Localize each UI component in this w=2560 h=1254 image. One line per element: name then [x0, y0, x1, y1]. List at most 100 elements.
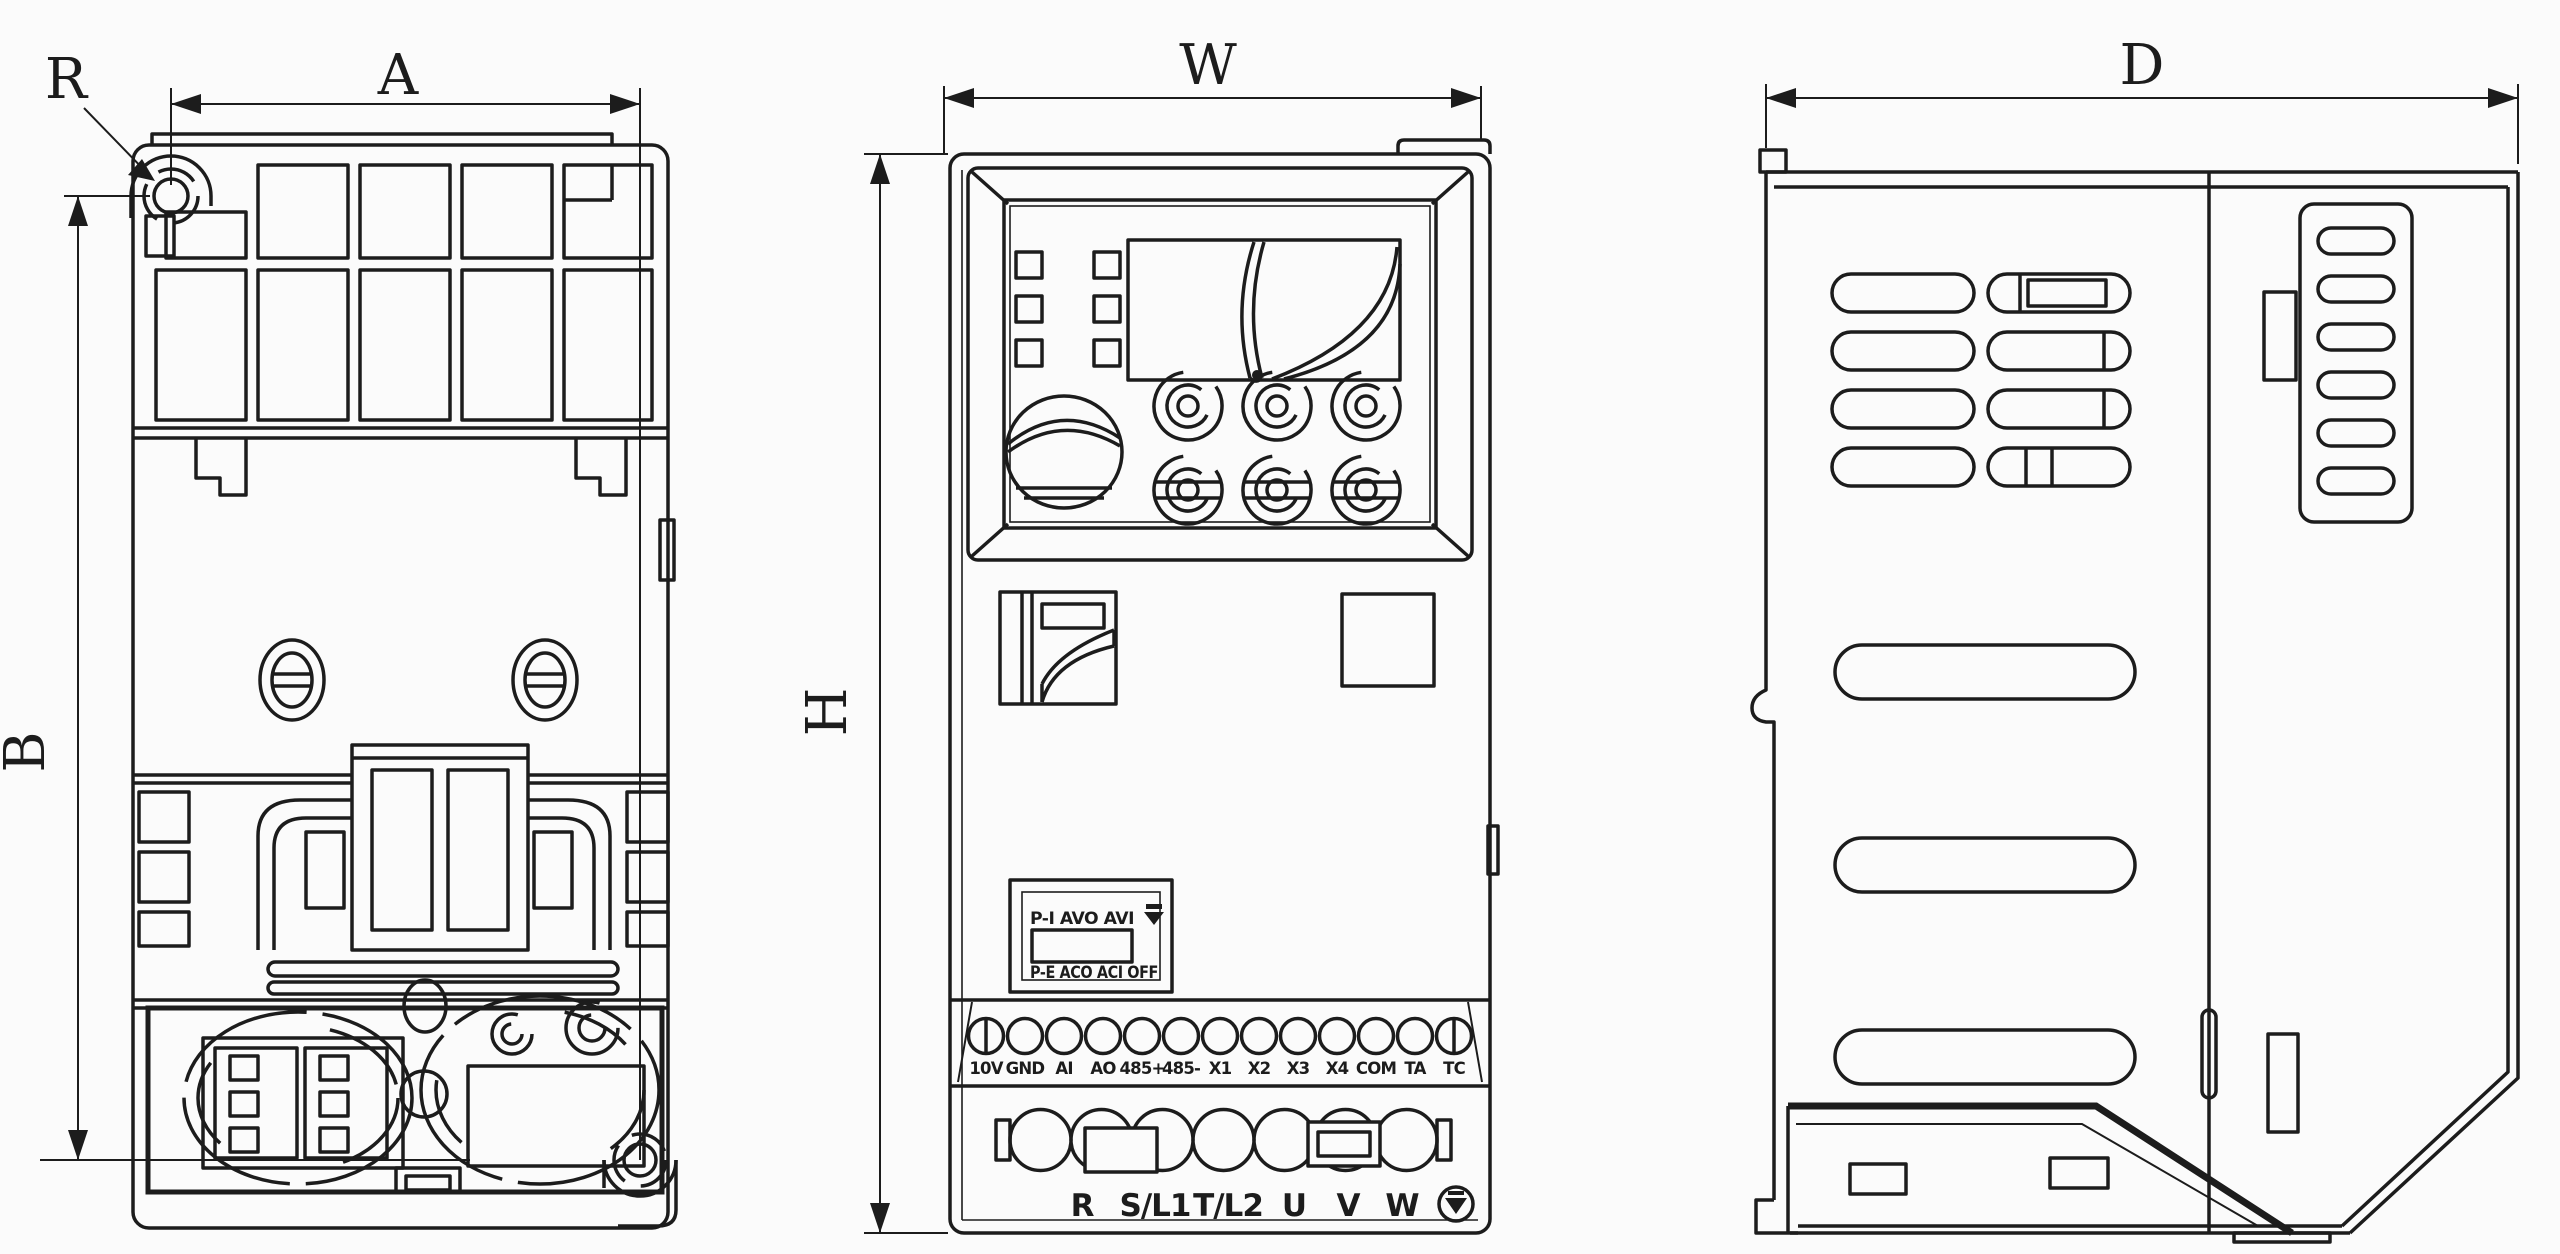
button-ring [1343, 467, 1389, 513]
button-ring [1165, 467, 1211, 513]
keypad-button[interactable] [1319, 443, 1414, 538]
capacitor-opening [182, 1010, 414, 1186]
snap-hook [194, 438, 248, 497]
dimension-H: H [795, 153, 948, 1234]
vent-slot [1830, 446, 1976, 488]
earth-ground-icon [1437, 1185, 1475, 1223]
dim-label-H: H [795, 688, 860, 737]
button-center [1354, 394, 1378, 418]
terminal-label: 485+ [1119, 1059, 1164, 1078]
ear-sides [129, 196, 213, 218]
terminal-screw[interactable] [1044, 1016, 1084, 1056]
jog-knob[interactable] [1004, 394, 1124, 510]
right-edge-chamfer [2340, 172, 2520, 1235]
vent-slot [1986, 272, 2132, 314]
button-band-lines [1154, 480, 1400, 500]
left-edge-with-din-hook [1750, 172, 1776, 1200]
terminal-screw[interactable] [1317, 1016, 1357, 1056]
capacitor-opening [419, 994, 661, 1186]
terminal-label: 10V [969, 1059, 1003, 1078]
keypad-button[interactable] [1141, 359, 1236, 454]
vent-cell [562, 163, 654, 260]
wedge-outline [1788, 1102, 2294, 1236]
side-body [1750, 148, 2520, 1244]
dimension-R: R [45, 47, 155, 181]
terminal-screw[interactable] [1161, 1016, 1201, 1056]
keypad-button[interactable] [1141, 443, 1236, 538]
button-center [1176, 394, 1200, 418]
button-ring[interactable] [1230, 359, 1325, 454]
terminal-screw[interactable] [1122, 1016, 1162, 1056]
top-rail-tab [1758, 148, 1788, 174]
long-vent-slot [1833, 836, 2137, 894]
channel [528, 798, 612, 950]
knob-outline[interactable] [1004, 394, 1124, 510]
side-view: D [1750, 33, 2520, 1244]
terminal-barrier [1083, 1126, 1159, 1174]
vent-slot [2316, 274, 2396, 304]
vent-slot [2316, 226, 2396, 256]
ground-bar [1448, 1191, 1464, 1195]
terminal-label: X2 [1248, 1059, 1271, 1078]
dim-label-A: A [377, 43, 419, 108]
terminal-screw[interactable] [1356, 1016, 1396, 1056]
button-ring[interactable] [1141, 359, 1236, 454]
vent-slot [1986, 446, 2132, 488]
top-edge [1766, 170, 2518, 189]
top-lip [150, 132, 614, 145]
terminal-label: S/L1 [1120, 1188, 1191, 1224]
button-ring[interactable] [1319, 443, 1414, 538]
side-cell [625, 790, 670, 844]
arrowhead-left-icon [171, 94, 201, 114]
plate-seam [133, 426, 668, 440]
button-ring [1343, 383, 1389, 429]
led-indicator [1092, 338, 1122, 368]
spiral-knockout [490, 1012, 534, 1056]
keypad-button[interactable] [1230, 443, 1325, 538]
vent-cell [164, 210, 248, 260]
terminal-screw[interactable] [1200, 1016, 1240, 1056]
arrowhead-right-icon [610, 94, 640, 114]
screw-head [523, 651, 567, 709]
bottom-clip [394, 1166, 462, 1194]
terminal-label: COM [1356, 1059, 1396, 1078]
dim-label-W: W [1179, 33, 1237, 98]
arrowhead-right-icon [2488, 88, 2518, 108]
terminal-screw[interactable] [1239, 1016, 1279, 1056]
channel-rib [532, 830, 574, 910]
led-indicator [1014, 250, 1044, 280]
side-cell [137, 790, 191, 844]
connector-half [213, 1046, 299, 1160]
vent-slot [1986, 388, 2132, 430]
strip-bevel [957, 1001, 1483, 1083]
terminal-screw[interactable] [1005, 1016, 1045, 1056]
long-vent-slot [1833, 643, 2137, 701]
button-ring[interactable] [1319, 359, 1414, 454]
label-plate [1008, 878, 1174, 994]
power-terminal-labels: R S/L1 T/L2 U V W [1071, 1185, 1475, 1224]
bezel-slot [2262, 290, 2298, 382]
vent-slot [1830, 388, 1976, 430]
button-ring[interactable] [1141, 443, 1236, 538]
wedge-slot [1848, 1162, 1908, 1196]
terminal-cover-wedge [1786, 1102, 2294, 1236]
terminal-screw[interactable] [1278, 1016, 1318, 1056]
dip-window[interactable] [1030, 928, 1134, 964]
knockout-ring [612, 1132, 668, 1188]
bottom-foot [1754, 1198, 1798, 1235]
pin-slot [228, 1054, 260, 1082]
terminal-label: W [1385, 1188, 1419, 1224]
vent-slot [1986, 330, 2132, 372]
button-ring [1254, 383, 1300, 429]
terminal-screw[interactable] [1395, 1016, 1435, 1056]
dip-label-bottom: P-E ACO ACI OFF [1030, 963, 1158, 983]
ear-foot [602, 1160, 678, 1228]
terminal-label: V [1337, 1188, 1361, 1224]
cover-screw [258, 638, 326, 722]
terminal-screw[interactable] [1083, 1016, 1123, 1056]
terminal-barrier [1306, 1120, 1382, 1168]
front-body: P-I AVO AVI P-E ACO ACI OFF [948, 138, 1500, 1235]
screw-slot [527, 672, 563, 688]
display-curve [1271, 246, 1402, 381]
button-ring[interactable] [1230, 443, 1325, 538]
